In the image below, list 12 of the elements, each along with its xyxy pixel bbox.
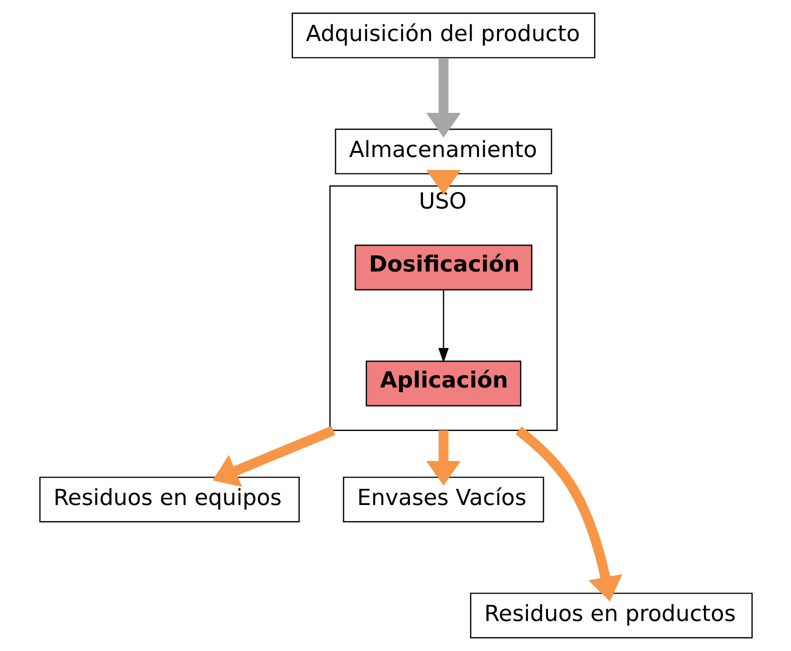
arrow — [426, 58, 460, 138]
node-box: Envases Vacíos — [342, 476, 544, 522]
node-box: Dosificación — [354, 244, 532, 290]
arrow — [515, 426, 622, 602]
arrow — [438, 290, 448, 363]
node-box: Aplicación — [365, 360, 521, 406]
node-box: Residuos en productos — [470, 592, 752, 638]
arrow — [426, 430, 460, 486]
arrow — [426, 170, 460, 195]
arrow — [212, 426, 335, 487]
node-box: Adquisición del producto — [291, 12, 595, 58]
node-box: Residuos en equipos — [38, 476, 300, 522]
